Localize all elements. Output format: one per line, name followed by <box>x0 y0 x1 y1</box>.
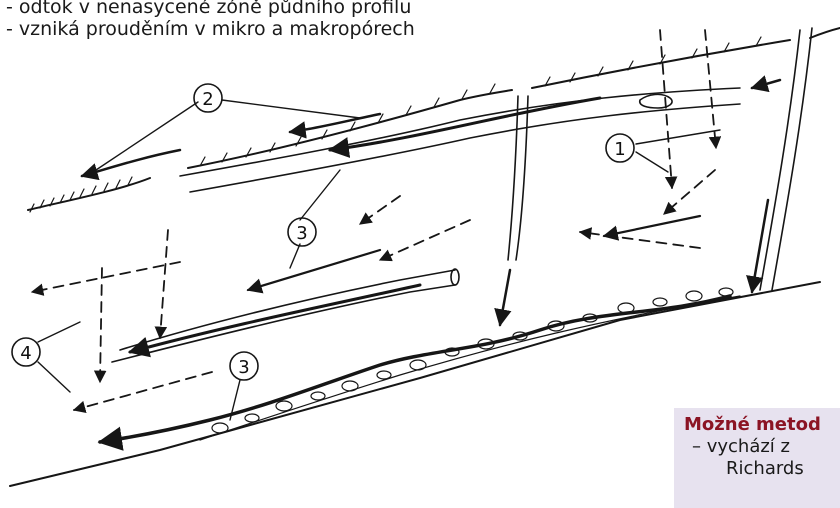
label-3-lower: 3 <box>230 352 258 380</box>
method-item-2: Richards <box>684 458 840 480</box>
vertical-macropores <box>500 28 812 325</box>
label-2: 2 <box>194 84 222 112</box>
svg-text:3: 3 <box>238 357 249 378</box>
svg-text:4: 4 <box>20 343 31 364</box>
svg-text:2: 2 <box>202 89 213 110</box>
ground-surface <box>28 28 840 212</box>
label-1: 1 <box>606 134 634 162</box>
label-3-upper: 3 <box>288 218 316 246</box>
methods-box: Možné metod – vychází z Richards <box>674 408 840 508</box>
svg-text:1: 1 <box>614 139 625 160</box>
methods-title: Možné metod <box>684 414 840 436</box>
percolation-arrows <box>32 30 716 410</box>
macropore-pipes <box>112 88 740 362</box>
diagram-labels: 2 1 3 4 3 <box>12 84 634 380</box>
surface-runoff-arrows <box>82 80 780 176</box>
method-item-1: – vychází z <box>684 436 840 458</box>
label-4: 4 <box>12 338 40 366</box>
svg-text:3: 3 <box>296 223 307 244</box>
